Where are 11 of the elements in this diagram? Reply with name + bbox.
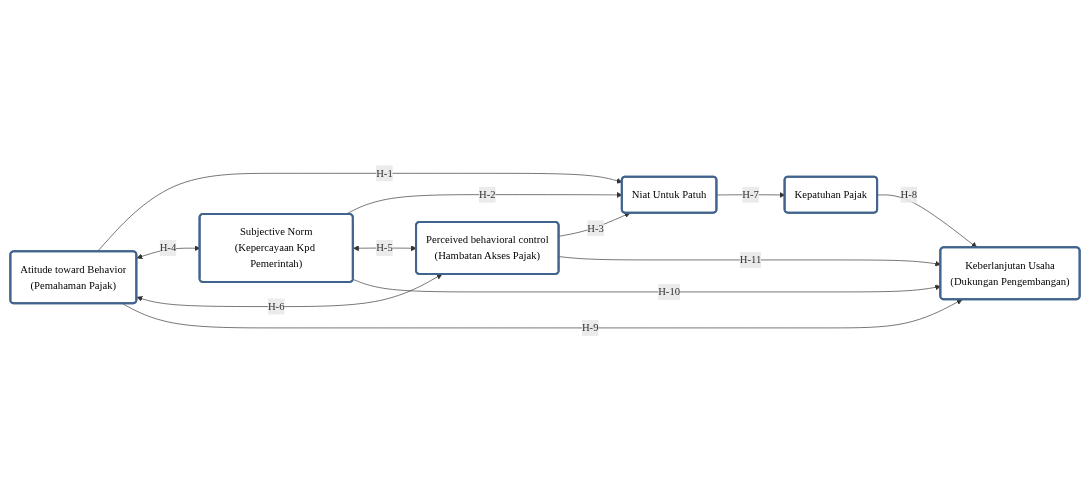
edge-label: H-5 [375,241,393,254]
edge-label: H-2 [478,188,496,200]
edge-label: H-1 [375,167,393,179]
edge-label: H-9 [581,321,598,334]
edge-label: H-7 [741,188,759,200]
edge-label: H-10 [657,285,680,298]
edge-label: H-11 [739,253,761,266]
edge-label: H-4 [159,241,176,254]
edge-label: H-6 [267,300,284,312]
edge-label: H-3 [586,222,604,234]
edge-label: H-8 [899,188,917,200]
